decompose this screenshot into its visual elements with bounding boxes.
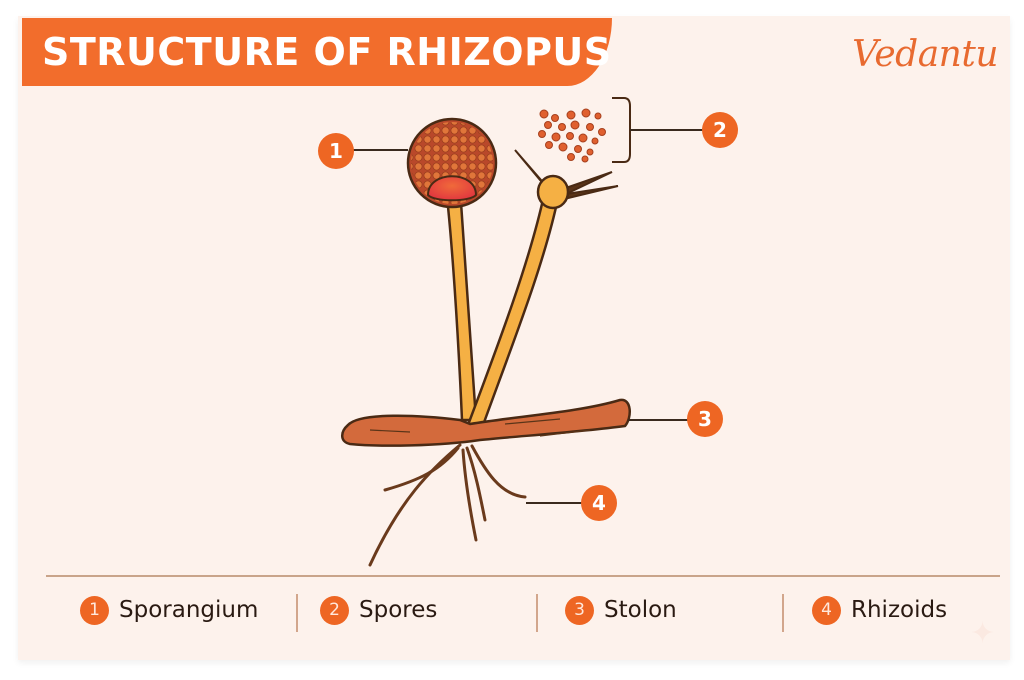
callout-badge-1: 1: [318, 133, 354, 169]
spores-bracket: [612, 97, 631, 163]
callout-lines: [352, 129, 706, 504]
legend-number-badge: 3: [565, 595, 594, 625]
stolon: [341, 398, 631, 447]
spores-cluster: [538, 108, 606, 163]
rhizoids: [368, 443, 527, 567]
title-banner: STRUCTURE OF RHIZOPUS: [22, 18, 612, 86]
legend-label: Sporangium: [119, 597, 259, 623]
svg-text:4: 4: [592, 491, 606, 515]
sporangiophore-right: [466, 149, 619, 430]
legend-item-stolon: 3 Stolon: [565, 586, 677, 634]
svg-text:2: 2: [713, 118, 727, 142]
svg-text:1: 1: [329, 139, 343, 163]
legend-divider: [46, 575, 1000, 577]
callout-badge-4: 4: [581, 485, 617, 521]
legend-number-badge: 4: [812, 595, 841, 625]
legend-label: Spores: [359, 597, 438, 623]
legend-item-sporangium: 1 Sporangium: [80, 586, 258, 634]
legend-number-badge: 2: [320, 595, 349, 625]
page-title: STRUCTURE OF RHIZOPUS: [42, 30, 612, 74]
legend-separator: [296, 594, 298, 632]
callout-badge-3: 3: [687, 401, 723, 437]
legend-separator: [536, 594, 538, 632]
legend-number-badge: 1: [80, 595, 109, 625]
sparkle-icon: ✦: [970, 617, 996, 650]
legend-label: Stolon: [604, 597, 677, 623]
legend-separator: [782, 594, 784, 632]
sporangium: [406, 117, 498, 209]
legend-item-rhizoids: 4 Rhizoids: [812, 586, 947, 634]
legend-label: Rhizoids: [851, 597, 948, 623]
svg-text:3: 3: [698, 407, 712, 431]
legend-item-spores: 2 Spores: [320, 586, 437, 634]
sporangiophore-left: [444, 186, 478, 422]
callout-badge-2: 2: [702, 112, 738, 148]
brand-logo: Vedantu: [852, 34, 998, 75]
